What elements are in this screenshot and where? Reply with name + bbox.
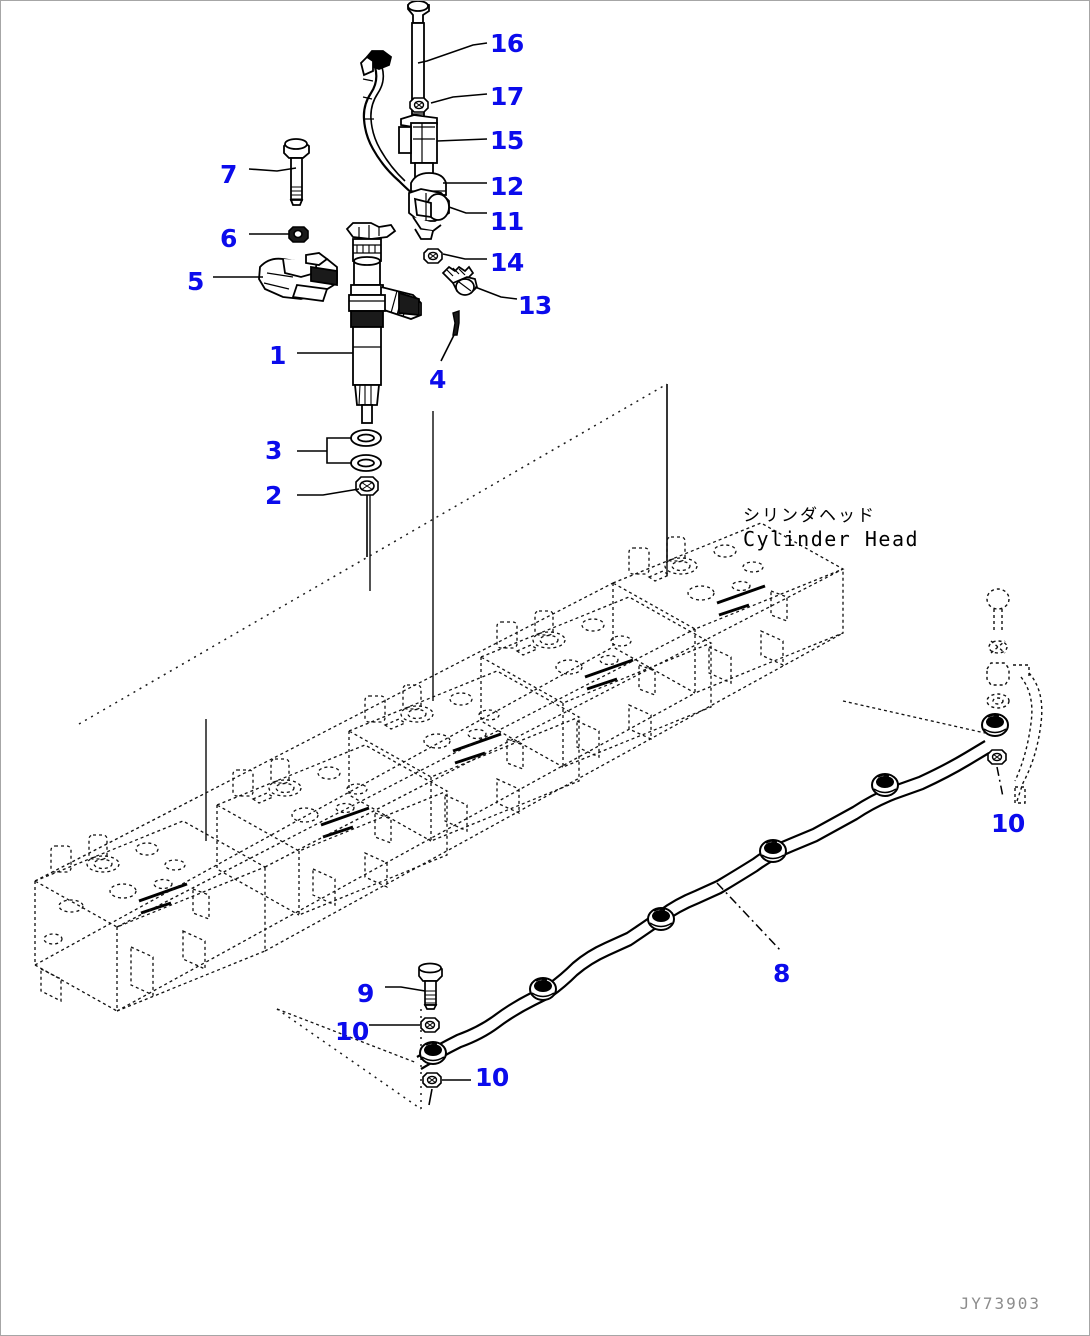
- callout-2[interactable]: 2: [265, 481, 282, 510]
- cylinder-head-label-en: Cylinder Head: [743, 527, 920, 551]
- callout-14[interactable]: 14: [490, 248, 524, 277]
- callout-10-right[interactable]: 10: [991, 809, 1025, 838]
- leader-9: [385, 986, 426, 992]
- pipe-left-projection: [276, 1008, 418, 1064]
- callout-5[interactable]: 5: [187, 267, 204, 296]
- leak-off-harness: [360, 50, 418, 198]
- part-10-washer-upper-left: [420, 1017, 440, 1033]
- leader-11: [448, 206, 487, 214]
- callout-13[interactable]: 13: [518, 291, 552, 320]
- fuel-pipe-connectors: [419, 713, 1009, 1065]
- end-fitting-stack: [986, 588, 1043, 804]
- part-17-washer: [409, 97, 429, 113]
- part-4-dowel-pin: [452, 310, 460, 336]
- cylinder-head-label: シリンダヘッド Cylinder Head: [743, 506, 919, 551]
- cylinder-head-label-jp: シリンダヘッド: [743, 506, 876, 526]
- part-10-washer-right: [987, 749, 1007, 765]
- callout-6[interactable]: 6: [220, 224, 237, 253]
- part-13-banjo-bolt: [441, 265, 478, 296]
- part-6-washer: [288, 226, 309, 243]
- part-8-fuel-pipe: [416, 740, 990, 1070]
- leader-10-bottom: [428, 1079, 471, 1106]
- callout-4[interactable]: 4: [429, 365, 446, 394]
- callout-3[interactable]: 3: [265, 436, 282, 465]
- callout-16[interactable]: 16: [490, 29, 524, 58]
- part-5-injector-clamp: [258, 252, 338, 302]
- callout-15[interactable]: 15: [490, 126, 524, 155]
- rail-right-leader: [842, 700, 986, 734]
- callout-1[interactable]: 1: [269, 341, 286, 370]
- leader-2: [297, 488, 368, 557]
- head-section-1: [215, 744, 449, 916]
- leader-4: [440, 334, 455, 362]
- leader-8: [716, 882, 782, 952]
- callout-12[interactable]: 12: [490, 172, 524, 201]
- part-9-bolt: [418, 962, 443, 1010]
- callout-8[interactable]: 8: [773, 959, 790, 988]
- callout-10-bottom[interactable]: 10: [475, 1063, 509, 1092]
- leader-3: [297, 437, 351, 464]
- leader-16: [417, 42, 488, 64]
- part-14-washer: [423, 248, 443, 264]
- part-2-seat-washer: [355, 476, 379, 496]
- part-1-fuel-injector: [345, 222, 422, 424]
- leader-7: [248, 167, 297, 172]
- callout-10-left[interactable]: 10: [335, 1017, 369, 1046]
- head-front-face: [33, 820, 267, 1012]
- callout-9[interactable]: 9: [357, 979, 374, 1008]
- leader-10-right: [996, 766, 1004, 798]
- leader-13: [474, 286, 518, 300]
- leader-15: [436, 138, 488, 142]
- leader-17: [430, 93, 488, 104]
- callout-11[interactable]: 11: [490, 207, 524, 236]
- sheet-code: JY73903: [959, 1294, 1041, 1313]
- callout-17[interactable]: 17: [490, 82, 524, 111]
- callout-7[interactable]: 7: [220, 160, 237, 189]
- head-section-3: [479, 596, 713, 768]
- leader-14: [442, 253, 487, 260]
- part-10-washer-bottom: [422, 1072, 442, 1088]
- part-7-bolt: [283, 138, 310, 206]
- cylinder-head-assembly: [33, 522, 845, 1012]
- part-11-valve-body: [408, 188, 450, 240]
- part-3-o-rings: [350, 429, 382, 472]
